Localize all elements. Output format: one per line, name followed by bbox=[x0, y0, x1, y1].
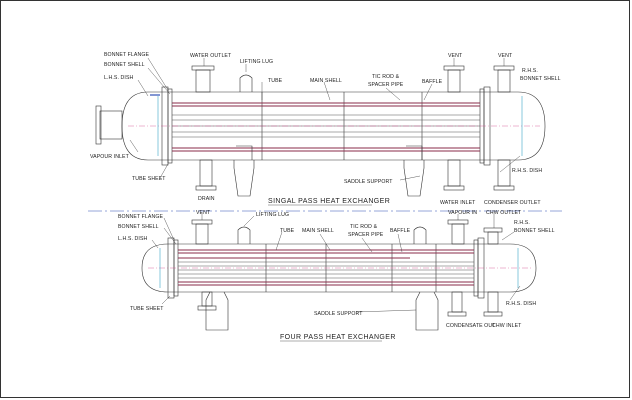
lifting-lug-1 bbox=[239, 74, 253, 92]
label-main-shell-2: MAIN SHELL bbox=[302, 228, 334, 234]
label-chw-outlet: CHW OUTLET bbox=[486, 210, 522, 216]
label-baffle-2: BAFFLE bbox=[390, 228, 411, 234]
label-bonnet-flange-2: BONNET FLANGE bbox=[118, 214, 163, 220]
label-saddle-support-1: SADDLE SUPPORT bbox=[344, 179, 393, 185]
label-water-inlet: WATER INLET bbox=[440, 200, 476, 206]
label-rhs-bonnet-1b: BONNET SHELL bbox=[520, 76, 561, 82]
label-bonnet-shell-1: BONNET SHELL bbox=[104, 62, 145, 68]
label-rhs-dish-1: R.H.S. DISH bbox=[512, 168, 542, 174]
label-baffle-1: BAFFLE bbox=[422, 79, 443, 85]
label-condenser-outlet: CONDENSER OUTLET bbox=[484, 200, 541, 206]
label-drain: DRAIN bbox=[198, 196, 215, 202]
drain-nozzle bbox=[199, 159, 213, 187]
label-chw-inlet: CHW INLET bbox=[492, 323, 522, 329]
label-vent-left-1: VENT bbox=[448, 53, 463, 59]
vent-nozzle-right bbox=[497, 69, 511, 93]
title-single-pass: SINGAL PASS HEAT EXCHANGER bbox=[268, 198, 390, 205]
label-bonnet-flange-1: BONNET FLANGE bbox=[104, 52, 149, 58]
label-water-outlet: WATER OUTLET bbox=[190, 53, 232, 59]
label-vent-2: VENT bbox=[196, 210, 211, 216]
label-vapour-inlet: VAPOUR INLET bbox=[90, 154, 130, 160]
label-tube-sheet-1: TUBE SHEET bbox=[132, 176, 166, 182]
shell-outline-1 bbox=[121, 91, 546, 161]
label-tie-rod-1b: SPACER PIPE bbox=[368, 82, 404, 88]
label-rhs-dish-2: R.H.S. DISH bbox=[506, 301, 536, 307]
saddle-left-2 bbox=[205, 291, 229, 331]
water-inlet-nozzle bbox=[447, 159, 461, 187]
label-saddle-support-2: SADDLE SUPPORT bbox=[314, 311, 363, 317]
label-tube-sheet-2: TUBE SHEET bbox=[130, 306, 164, 312]
label-condensate-out: CONDENSATE OUT bbox=[446, 323, 496, 329]
label-tube-1: TUBE bbox=[268, 78, 283, 84]
label-vent-right-1: VENT bbox=[498, 53, 513, 59]
label-lhs-dish-2: L.H.S. DISH bbox=[118, 236, 148, 242]
label-bonnet-shell-2: BONNET SHELL bbox=[118, 224, 159, 230]
four-pass-diagram bbox=[141, 214, 537, 331]
tubes-1 bbox=[172, 102, 480, 152]
label-rhs-bonnet-1a: R.H.S. bbox=[522, 68, 538, 74]
title-four-pass: FOUR PASS HEAT EXCHANGER bbox=[280, 334, 396, 341]
label-lifting-lug-1: LIFTING LUG bbox=[240, 59, 273, 65]
label-tie-rod-1a: TIC ROD & bbox=[372, 74, 400, 80]
label-lhs-dish-1: L.H.S. DISH bbox=[104, 75, 134, 81]
vapour-inlet-flange bbox=[95, 105, 102, 145]
label-lifting-lug-2: LIFTING LUG bbox=[256, 212, 289, 218]
shell-outline-2 bbox=[141, 243, 537, 293]
condenser-outlet-nozzle bbox=[497, 159, 511, 187]
water-outlet-nozzle bbox=[195, 69, 211, 93]
label-tie-rod-2b: SPACER PIPE bbox=[348, 232, 384, 238]
label-main-shell-1: MAIN SHELL bbox=[310, 78, 342, 84]
label-rhs-bonnet-2b: BONNET SHELL bbox=[514, 228, 555, 234]
vent-nozzle-left bbox=[447, 69, 461, 93]
label-rhs-bonnet-2a: R.H.S. bbox=[514, 220, 530, 226]
vapour-inlet-nozzle bbox=[99, 110, 123, 140]
saddle-right-2 bbox=[415, 291, 439, 331]
label-tie-rod-2a: TIC ROD & bbox=[350, 224, 378, 230]
saddle-right-1 bbox=[403, 160, 425, 197]
label-tube-2: TUBE bbox=[280, 228, 295, 234]
single-pass-diagram bbox=[95, 57, 546, 197]
saddle-left-1 bbox=[233, 160, 255, 197]
label-vapour-in: VAPOUR IN bbox=[448, 210, 477, 216]
